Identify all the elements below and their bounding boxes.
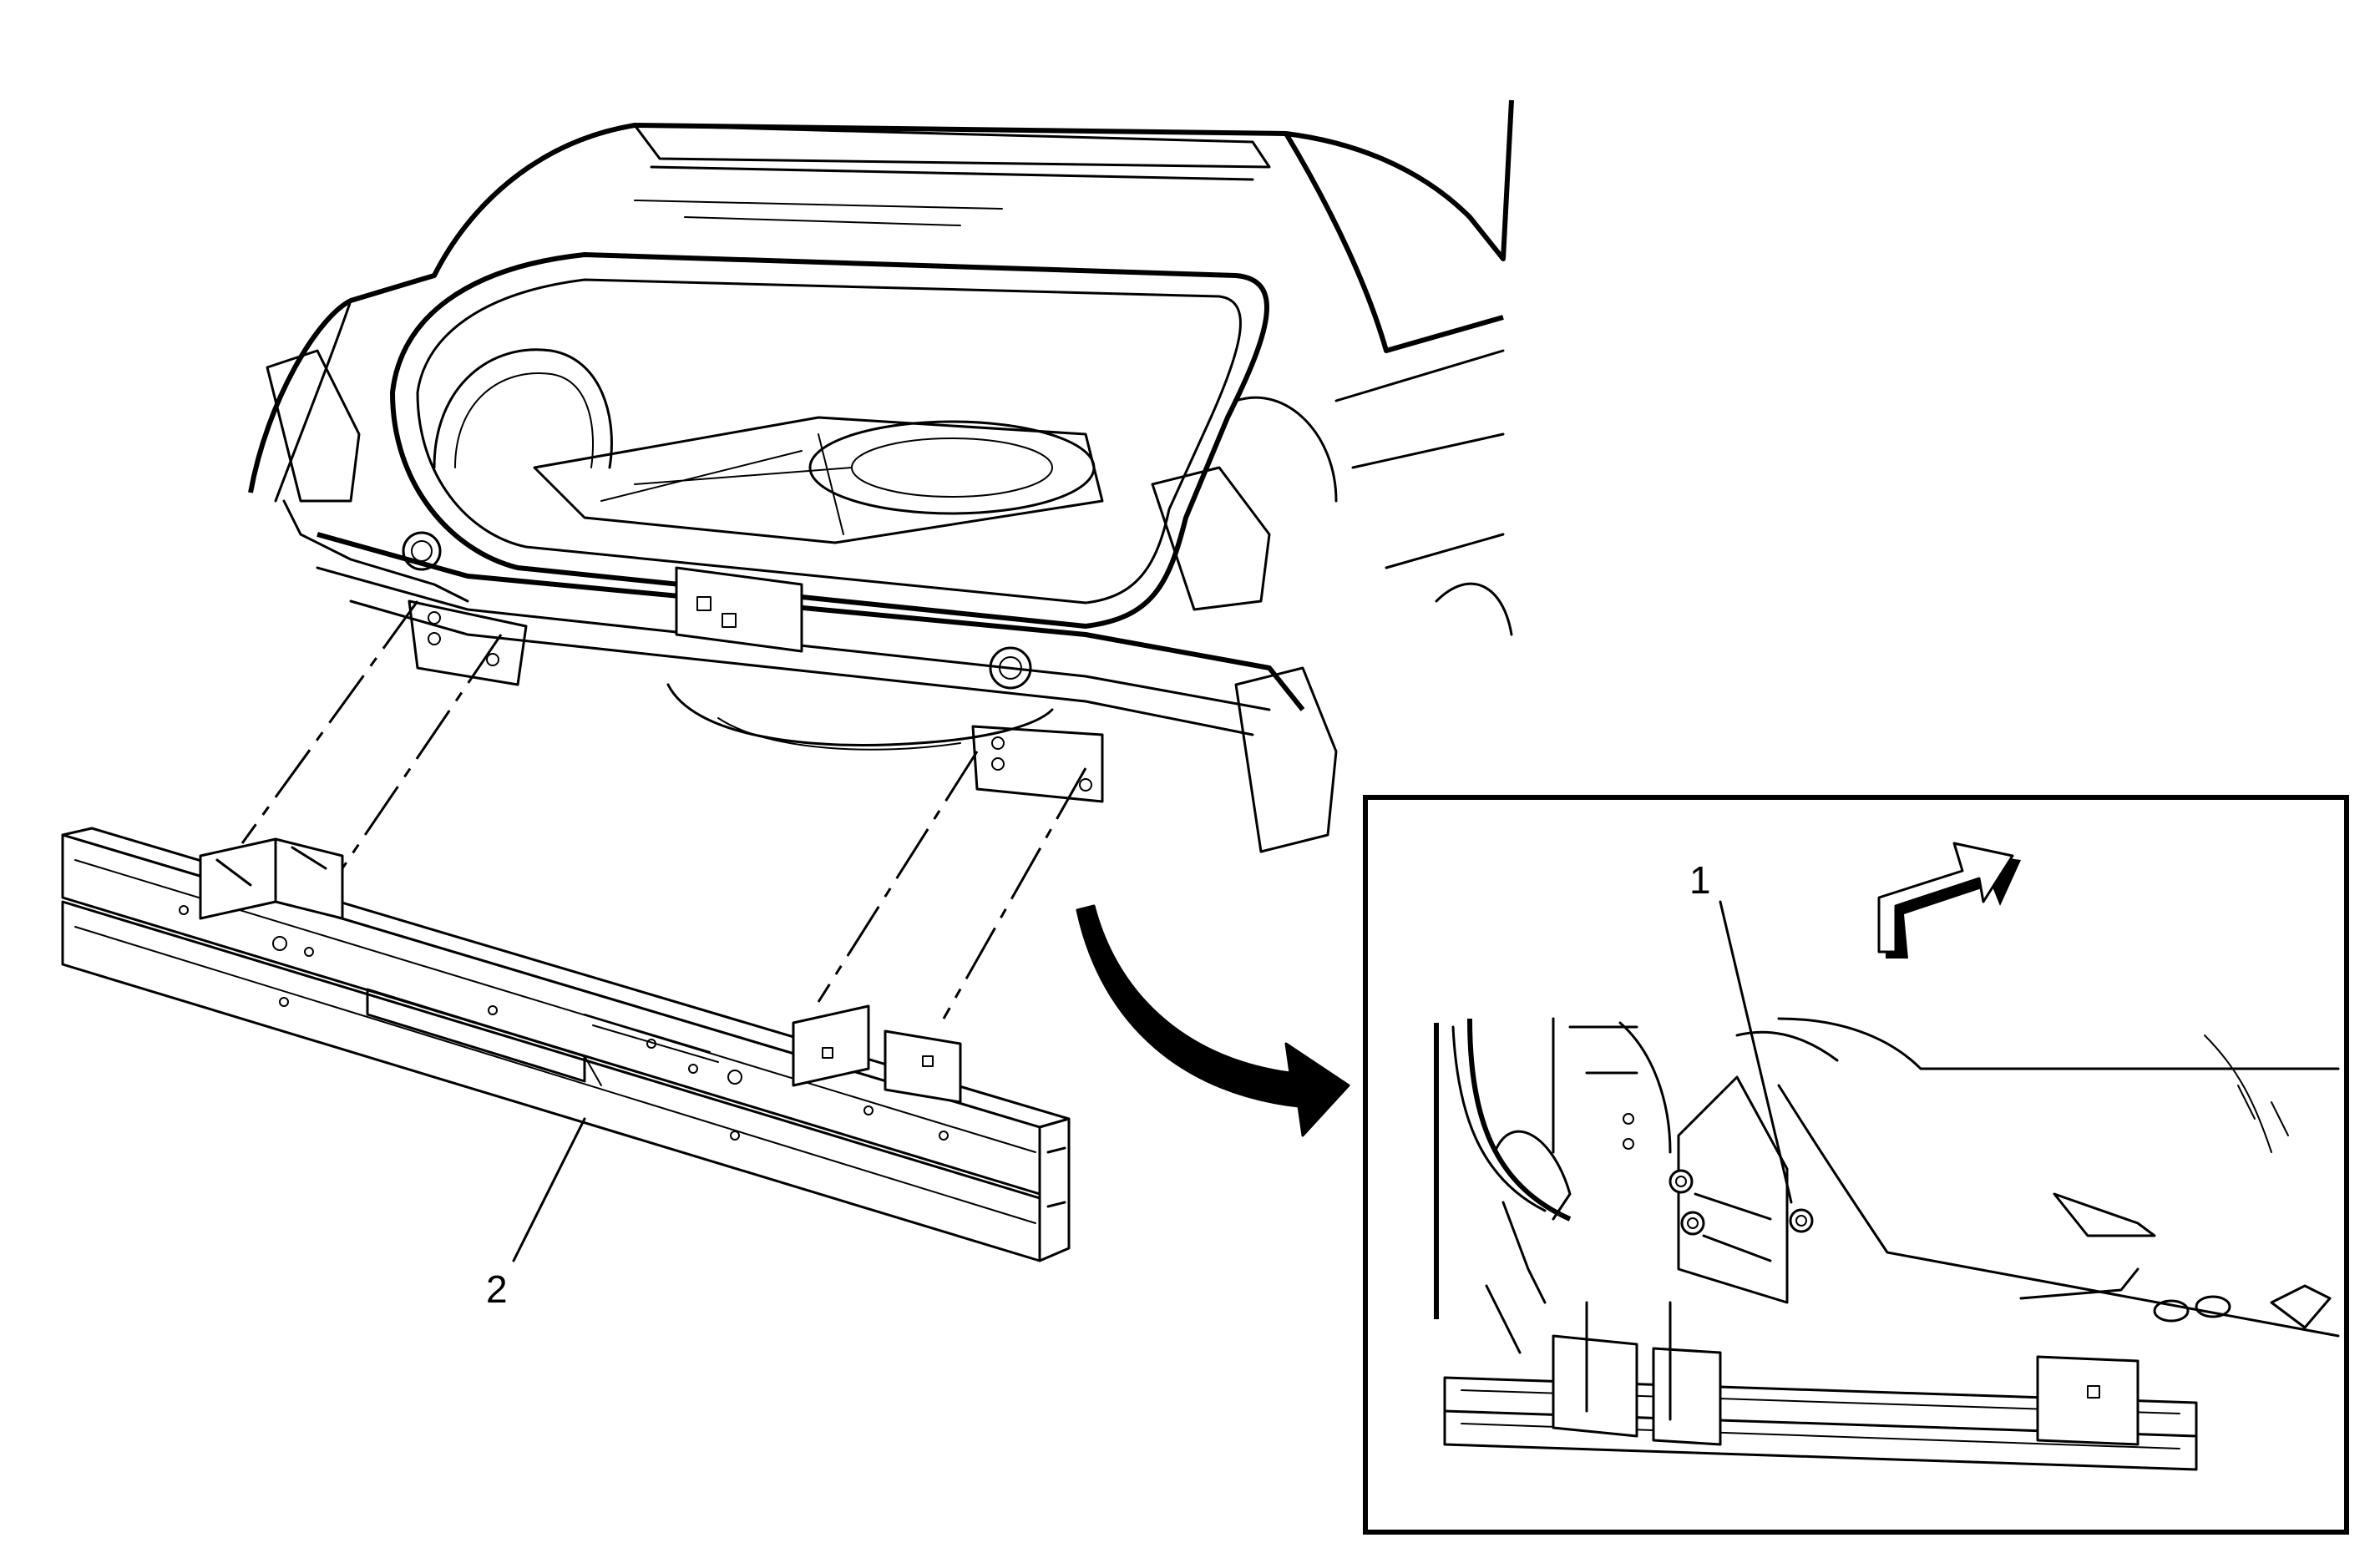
bracket-bolts <box>1669 1169 1814 1236</box>
callout-1-leader <box>1719 900 1793 1204</box>
callout-1-label: 1 <box>1689 858 1711 902</box>
detail-inset <box>1363 795 2349 1535</box>
alignment-lines <box>241 600 1087 1019</box>
callout-2-leader <box>512 1117 586 1262</box>
bar-holes <box>179 905 949 1141</box>
front-direction-arrow <box>1877 842 2021 959</box>
rear-bumper-impact-bar <box>61 827 1071 1262</box>
detail-view-arrow <box>1076 904 1350 1137</box>
vehicle-rear-body <box>248 99 1514 853</box>
callout-2-label: 2 <box>486 1267 508 1311</box>
